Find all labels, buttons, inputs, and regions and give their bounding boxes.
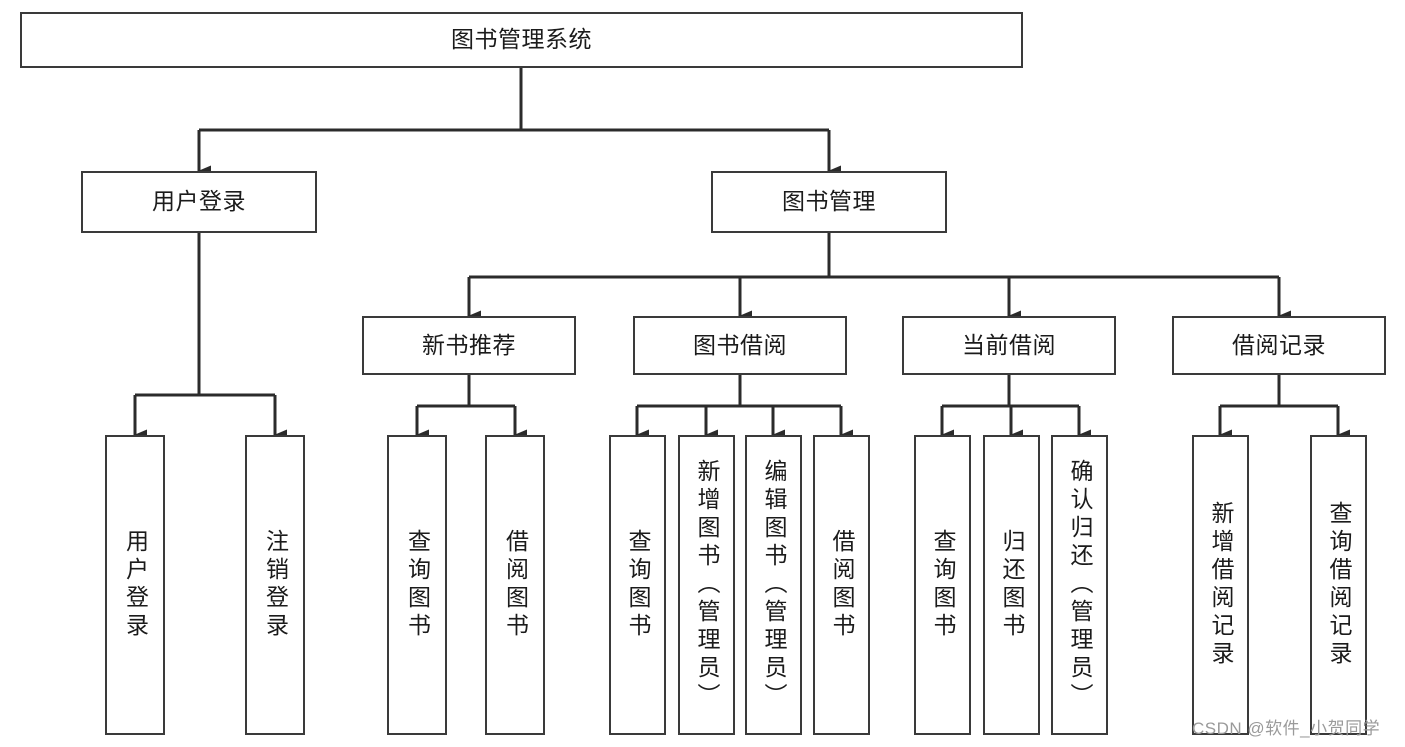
node-book-borrow[interactable]: 图书借阅 <box>633 316 847 375</box>
node-book-management[interactable]: 图书管理 <box>711 171 947 233</box>
node-label: 图书借阅 <box>693 331 787 358</box>
node-label: 查询图书 <box>625 529 651 641</box>
node-label: 借阅记录 <box>1232 331 1326 358</box>
node-label: 注销登录 <box>262 529 289 641</box>
leaf-logout-login[interactable]: 注销登录 <box>245 435 305 735</box>
leaf-return-book[interactable]: 归还图书 <box>983 435 1040 735</box>
node-new-book-recommend[interactable]: 新书推荐 <box>362 316 576 375</box>
leaf-query-borrow-record[interactable]: 查询借阅记录 <box>1310 435 1367 735</box>
leaf-confirm-return-admin[interactable]: 确认归还（管理员） <box>1051 435 1108 735</box>
leaf-add-borrow-record[interactable]: 新增借阅记录 <box>1192 435 1249 735</box>
node-label: 新增图书（管理员） <box>694 459 720 711</box>
leaf-edit-book-admin[interactable]: 编辑图书（管理员） <box>745 435 802 735</box>
leaf-borrow-book[interactable]: 借阅图书 <box>813 435 870 735</box>
node-label: 借阅图书 <box>502 529 529 641</box>
node-label: 图书管理系统 <box>451 26 592 53</box>
node-label: 用户登录 <box>122 529 149 641</box>
node-label: 用户登录 <box>152 188 246 215</box>
node-user-login[interactable]: 用户登录 <box>81 171 317 233</box>
node-label: 确认归还（管理员） <box>1067 459 1093 711</box>
node-current-borrow[interactable]: 当前借阅 <box>902 316 1116 375</box>
node-label: 编辑图书（管理员） <box>761 459 787 711</box>
node-label: 借阅图书 <box>829 529 855 641</box>
leaf-user-login[interactable]: 用户登录 <box>105 435 165 735</box>
node-borrow-record[interactable]: 借阅记录 <box>1172 316 1386 375</box>
node-label: 新增借阅记录 <box>1208 501 1234 669</box>
node-label: 当前借阅 <box>962 331 1056 358</box>
leaf-query-book-current[interactable]: 查询图书 <box>914 435 971 735</box>
leaf-query-book-recommend[interactable]: 查询图书 <box>387 435 447 735</box>
leaf-add-book-admin[interactable]: 新增图书（管理员） <box>678 435 735 735</box>
leaf-query-book-borrow[interactable]: 查询图书 <box>609 435 666 735</box>
node-label: 查询图书 <box>404 529 431 641</box>
node-root-system[interactable]: 图书管理系统 <box>20 12 1023 68</box>
node-label: 新书推荐 <box>422 331 516 358</box>
node-label: 查询借阅记录 <box>1326 501 1352 669</box>
node-label: 图书管理 <box>782 188 876 215</box>
node-label: 查询图书 <box>930 529 956 641</box>
leaf-borrow-book-recommend[interactable]: 借阅图书 <box>485 435 545 735</box>
node-label: 归还图书 <box>999 529 1025 641</box>
